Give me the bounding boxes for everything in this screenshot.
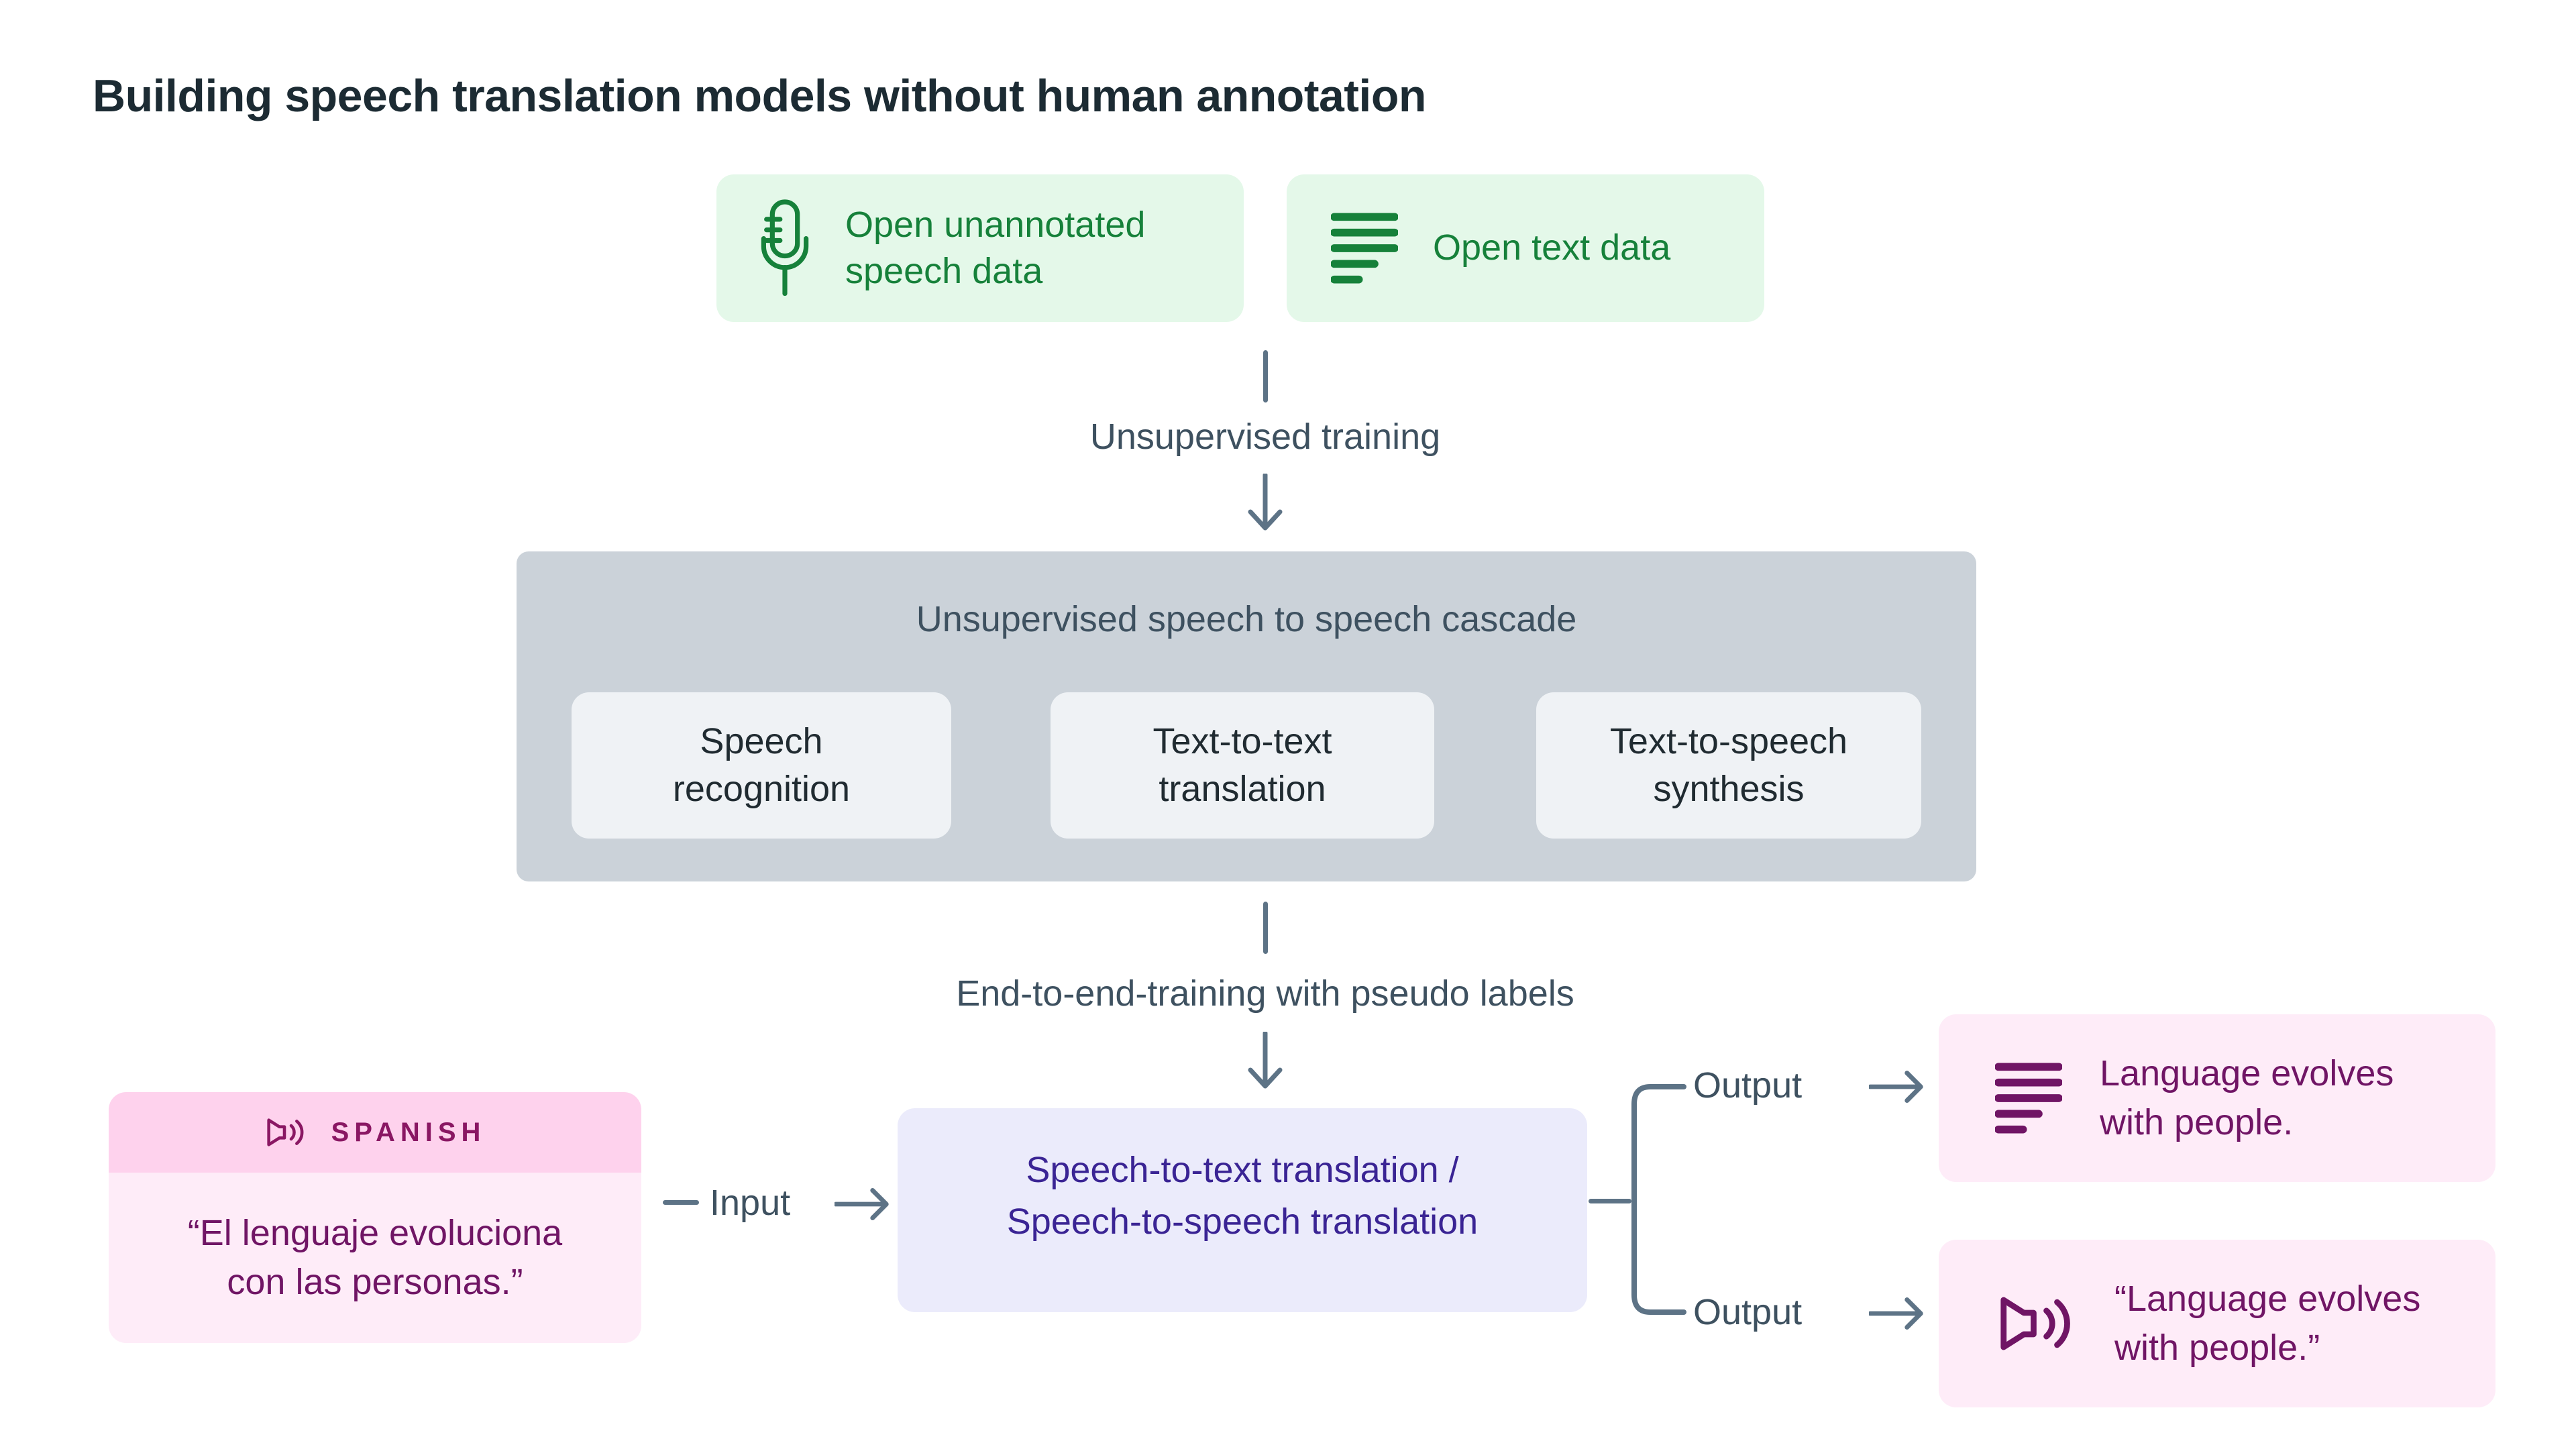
connector-line-middle [1263,902,1268,954]
speaker-icon [264,1114,311,1150]
connector-line-top [1263,350,1268,402]
language-label: SPANISH [331,1117,486,1147]
input-dash [663,1200,699,1205]
source-box-speech: Open unannotated speech data [716,174,1244,322]
stage-text-to-speech-synthesis: Text-to-speech synthesis [1536,692,1921,839]
stage-text-to-text-translation: Text-to-text translation [1051,692,1434,839]
speech-output-label: “Language evolves with people.” [2114,1279,2421,1368]
output-box-text: Language evolves with people. [1939,1014,2496,1182]
spanish-input-card: SPANISH “El lenguaje evoluciona con las … [109,1092,641,1343]
microphone-icon [754,198,816,299]
cascade-container: Unsupervised speech to speech cascade Sp… [517,551,1976,881]
output-label-bottom: Output [1693,1292,1803,1332]
stage-speech-recognition: Speech recognition [572,692,951,839]
model-output-dash [1589,1199,1631,1203]
text-lines-icon [1331,211,1398,286]
arrow-right-icon [1868,1071,1923,1103]
arrow-right-to-model [833,1183,895,1229]
step-label-end-to-end-training: End-to-end-training with pseudo labels [956,973,1574,1014]
cascade-title: Unsupervised speech to speech cascade [916,599,1577,639]
model-label-line2: Speech-to-speech translation [1006,1201,1479,1242]
output-label-top: Output [1693,1065,1803,1106]
stage-label: Text-to-text translation [1152,720,1332,809]
source-text-label: Open text data [1433,227,1671,268]
arrow-right-to-speech-output [1868,1292,1929,1338]
input-label: Input [710,1183,791,1223]
bracket-icon [1631,1084,1686,1315]
spanish-quote: “El lenguaje evoluciona con las personas… [187,1213,563,1302]
arrow-right-to-text-output [1868,1065,1929,1112]
arrow-right-icon [833,1188,889,1220]
page-title: Building speech translation models witho… [93,70,1426,121]
arrow-right-icon [1868,1297,1923,1330]
model-label-line1: Speech-to-text translation / [1026,1150,1459,1191]
stage-label: Speech recognition [672,720,851,809]
output-box-speech: “Language evolves with people.” [1939,1240,2496,1407]
step-label-unsupervised-training: Unsupervised training [1089,417,1441,457]
arrow-down-to-cascade [1244,472,1286,545]
source-speech-label: Open unannotated speech data [845,204,1146,291]
text-output-label: Language evolves with people. [2100,1053,2394,1142]
text-lines-icon [1995,1061,2062,1136]
speaker-icon [1995,1289,2085,1358]
arrow-down-icon [1248,472,1283,531]
arrow-down-to-model [1244,1030,1286,1104]
source-box-text: Open text data [1287,174,1764,322]
model-box: Speech-to-text translation / Speech-to-s… [898,1108,1587,1312]
output-bracket [1609,1079,1689,1324]
arrow-down-icon [1248,1030,1283,1089]
spanish-card-body: “El lenguaje evoluciona con las personas… [109,1173,641,1343]
spanish-card-header: SPANISH [109,1092,641,1173]
stage-label: Text-to-speech synthesis [1609,720,1848,809]
